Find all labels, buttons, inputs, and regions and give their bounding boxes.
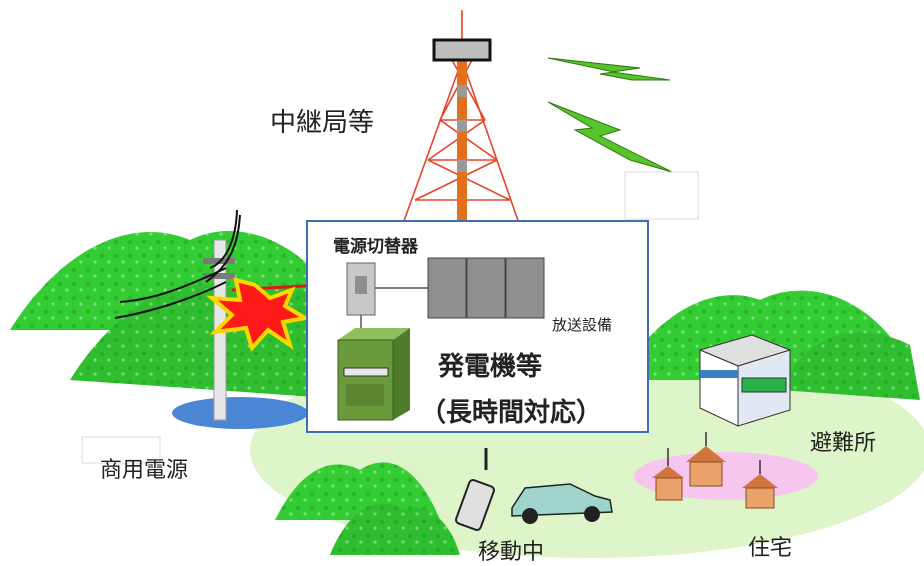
tower-mast-stripe bbox=[457, 160, 467, 172]
mobile-label: 移動中 bbox=[478, 540, 545, 565]
generator-label: 発電機等 bbox=[438, 352, 543, 382]
tower-mast bbox=[457, 60, 467, 220]
broadcast-equipment-racks bbox=[427, 257, 545, 319]
hills-bottom bbox=[275, 462, 460, 555]
relay-station-label: 中継局等 bbox=[270, 108, 375, 138]
housing-label: 住宅 bbox=[748, 536, 793, 561]
pond bbox=[172, 397, 308, 429]
house-icon bbox=[652, 448, 684, 501]
tower-mast-stripe bbox=[457, 85, 467, 97]
signal-bolt-icon bbox=[547, 57, 671, 81]
house-icon bbox=[742, 460, 778, 509]
signal-bolt-icon bbox=[547, 101, 673, 173]
commercial-power-label: 商用電源 bbox=[100, 458, 189, 483]
tower-mast-stripe bbox=[457, 120, 467, 132]
broadcast-equipment-label: 放送設備 bbox=[552, 316, 613, 334]
power-switch-label: 電源切替器 bbox=[333, 237, 418, 257]
explosion-icon bbox=[206, 277, 311, 353]
shelter-label: 避難所 bbox=[810, 431, 877, 456]
hills-right bbox=[630, 290, 920, 400]
generator-duration-label: （長時間対応） bbox=[420, 398, 603, 428]
shelter-building bbox=[698, 334, 792, 427]
car-icon bbox=[511, 483, 613, 524]
mobile-phone-icon bbox=[455, 448, 495, 531]
utility-pole bbox=[114, 209, 241, 421]
tower-antenna-panel bbox=[432, 38, 492, 62]
placeholder-box bbox=[81, 436, 161, 464]
generator-unit bbox=[337, 328, 410, 421]
house-icon bbox=[686, 432, 726, 487]
placeholder-box bbox=[624, 171, 699, 220]
